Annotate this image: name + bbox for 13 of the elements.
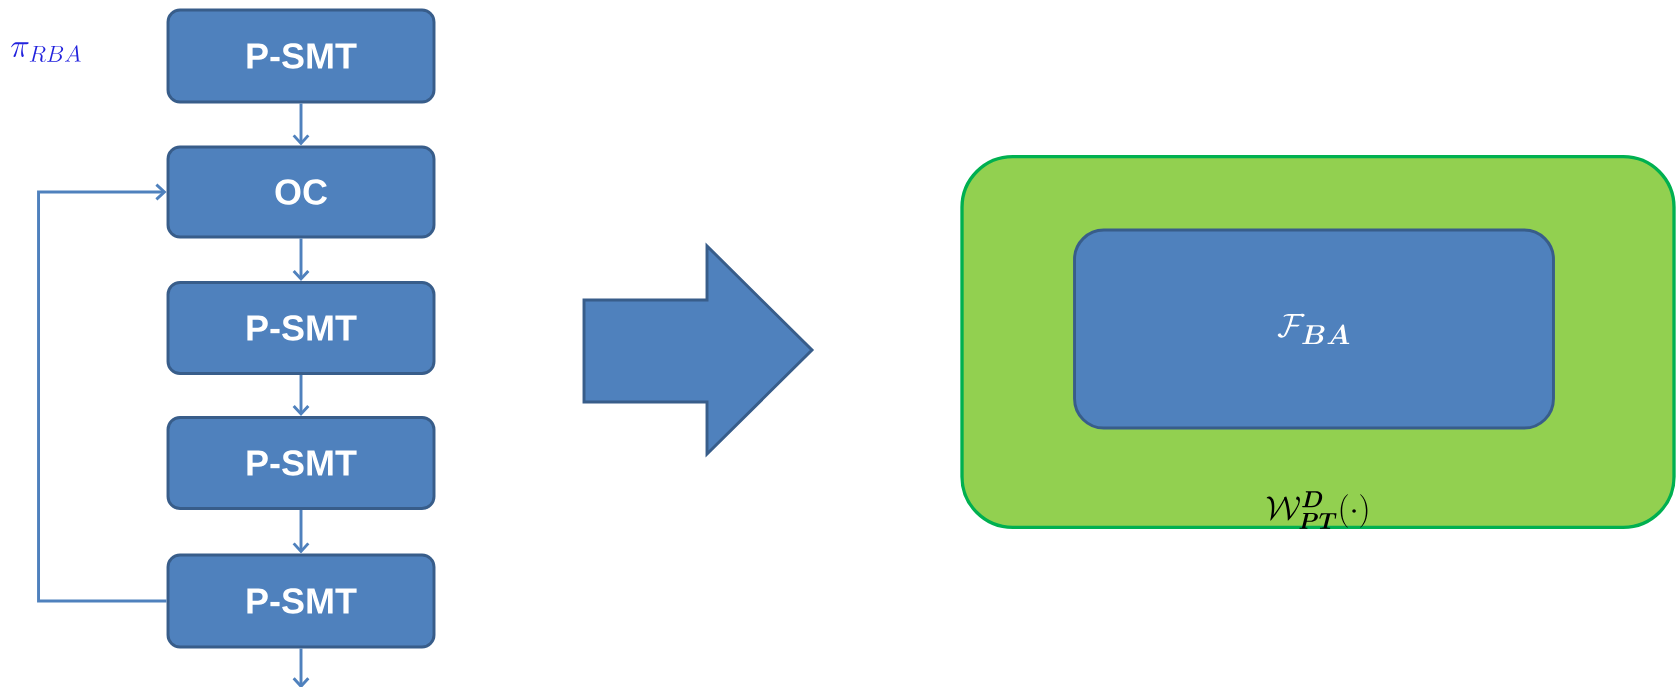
process-box: OC: [166, 145, 436, 239]
arrow: [292, 374, 310, 417]
arrow: [292, 648, 310, 687]
inner-box: $\mathcal{F}_{\boldsymbol{BA}}$: [1073, 228, 1555, 430]
process-box: P-SMT: [166, 416, 436, 510]
arrow: [292, 103, 310, 146]
arrow: [37, 183, 167, 603]
process-box: P-SMT: [166, 553, 436, 649]
process-box: P-SMT: [166, 281, 436, 375]
symbol-label: $\pi_{RBA}$: [11, 42, 81, 63]
arrow: [292, 509, 310, 554]
arrow: [292, 238, 310, 282]
process-box: P-SMT: [166, 8, 436, 104]
